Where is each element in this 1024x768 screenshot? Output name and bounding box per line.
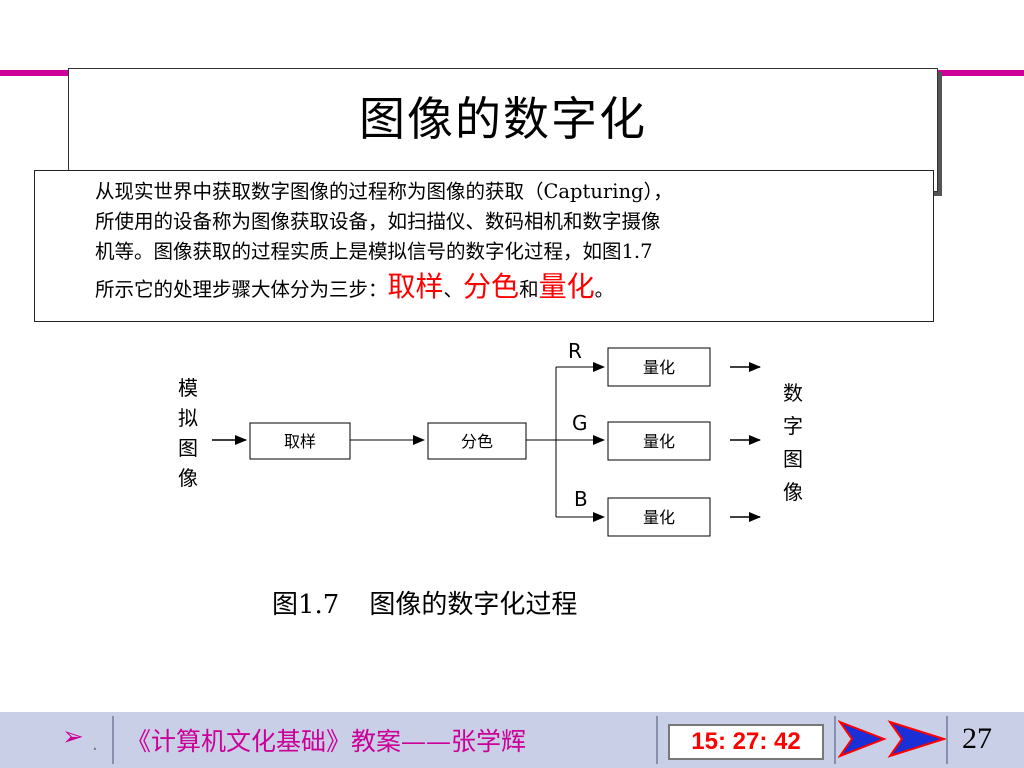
footer-divider-3 — [834, 716, 836, 764]
footer-divider-4 — [946, 716, 948, 764]
paragraph-line-4: 所示它的处理步骤大体分为三步：取样、分色和量化。 — [95, 267, 923, 310]
sample-box-label: 取样 — [284, 432, 316, 451]
output-label-char-2: 字 — [783, 414, 803, 438]
footer-divider-1 — [112, 716, 114, 764]
page-title: 图像的数字化 — [359, 92, 647, 146]
paragraph-end: 。 — [594, 278, 615, 301]
input-label-char-2: 拟 — [178, 406, 198, 430]
paragraph-line-4-prefix: 所示它的处理步骤大体分为三步： — [95, 278, 388, 301]
clock-display: 15: 27: 42 — [668, 724, 824, 760]
quantize-box-r — [607, 347, 711, 387]
paragraph-line-2: 所使用的设备称为图像获取设备，如扫描仪、数码相机和数字摄像 — [95, 210, 661, 233]
step-separator: 、 — [443, 278, 464, 301]
bullet-arrow-icon: ➢ — [62, 722, 84, 752]
input-label-char-3: 图 — [178, 436, 198, 460]
separate-box-label: 分色 — [461, 432, 493, 451]
output-label-char-1: 数 — [783, 381, 803, 405]
intro-paragraph-box: 从现实世界中获取数字图像的过程称为图像的获取（Capturing）， 所使用的设… — [34, 170, 934, 322]
input-label-char-4: 像 — [178, 466, 198, 490]
sample-box — [249, 422, 351, 460]
step-sampling: 取样 — [387, 270, 444, 303]
output-label-char-3: 图 — [783, 447, 803, 471]
separate-box — [427, 422, 527, 460]
figure-title: 图像的数字化过程 — [369, 590, 578, 620]
quantize-box-r-label: 量化 — [643, 358, 675, 377]
quantize-box-b-label: 量化 — [643, 508, 675, 527]
output-label-vertical: 数 字 图 像 — [783, 381, 803, 504]
figure-caption: 图1.7 图像的数字化过程 — [272, 584, 577, 621]
digitization-diagram: 模 拟 图 像 取样 分色 R G B 量化 量化 量化 数 字 图 像 — [178, 339, 803, 537]
footer-dot: . — [92, 734, 98, 755]
quantize-box-g-label: 量化 — [643, 432, 675, 451]
double-arrow-next-icon[interactable] — [838, 718, 950, 760]
channel-letter-g: G — [572, 411, 588, 435]
input-label-char-1: 模 — [178, 376, 198, 400]
quantize-box-b — [607, 497, 711, 537]
header-rule-right — [938, 70, 1024, 76]
step-conjunction: 和 — [519, 278, 539, 301]
footer-divider-2 — [656, 716, 658, 764]
step-color-separation: 分色 — [463, 270, 520, 303]
quantize-box-g — [607, 421, 711, 461]
channel-letter-b: B — [574, 487, 588, 511]
footer-bar: ➢ . 《计算机文化基础》教案——张学辉 15: 27: 42 27 — [0, 710, 1024, 768]
page-number: 27 — [962, 722, 992, 755]
output-label-char-4: 像 — [783, 480, 803, 504]
paragraph-line-3: 机等。图像获取的过程实质上是模拟信号的数字化过程，如图1.7 — [95, 240, 653, 263]
channel-letter-r: R — [568, 339, 582, 363]
paragraph-line-1: 从现实世界中获取数字图像的过程称为图像的获取（Capturing）， — [95, 180, 673, 203]
step-quantization: 量化 — [538, 270, 595, 303]
figure-number: 图1.7 — [272, 590, 340, 620]
header-rule-left — [0, 70, 70, 76]
course-title: 《计算机文化基础》教案——张学辉 — [126, 727, 527, 756]
input-label-vertical: 模 拟 图 像 — [178, 376, 198, 490]
